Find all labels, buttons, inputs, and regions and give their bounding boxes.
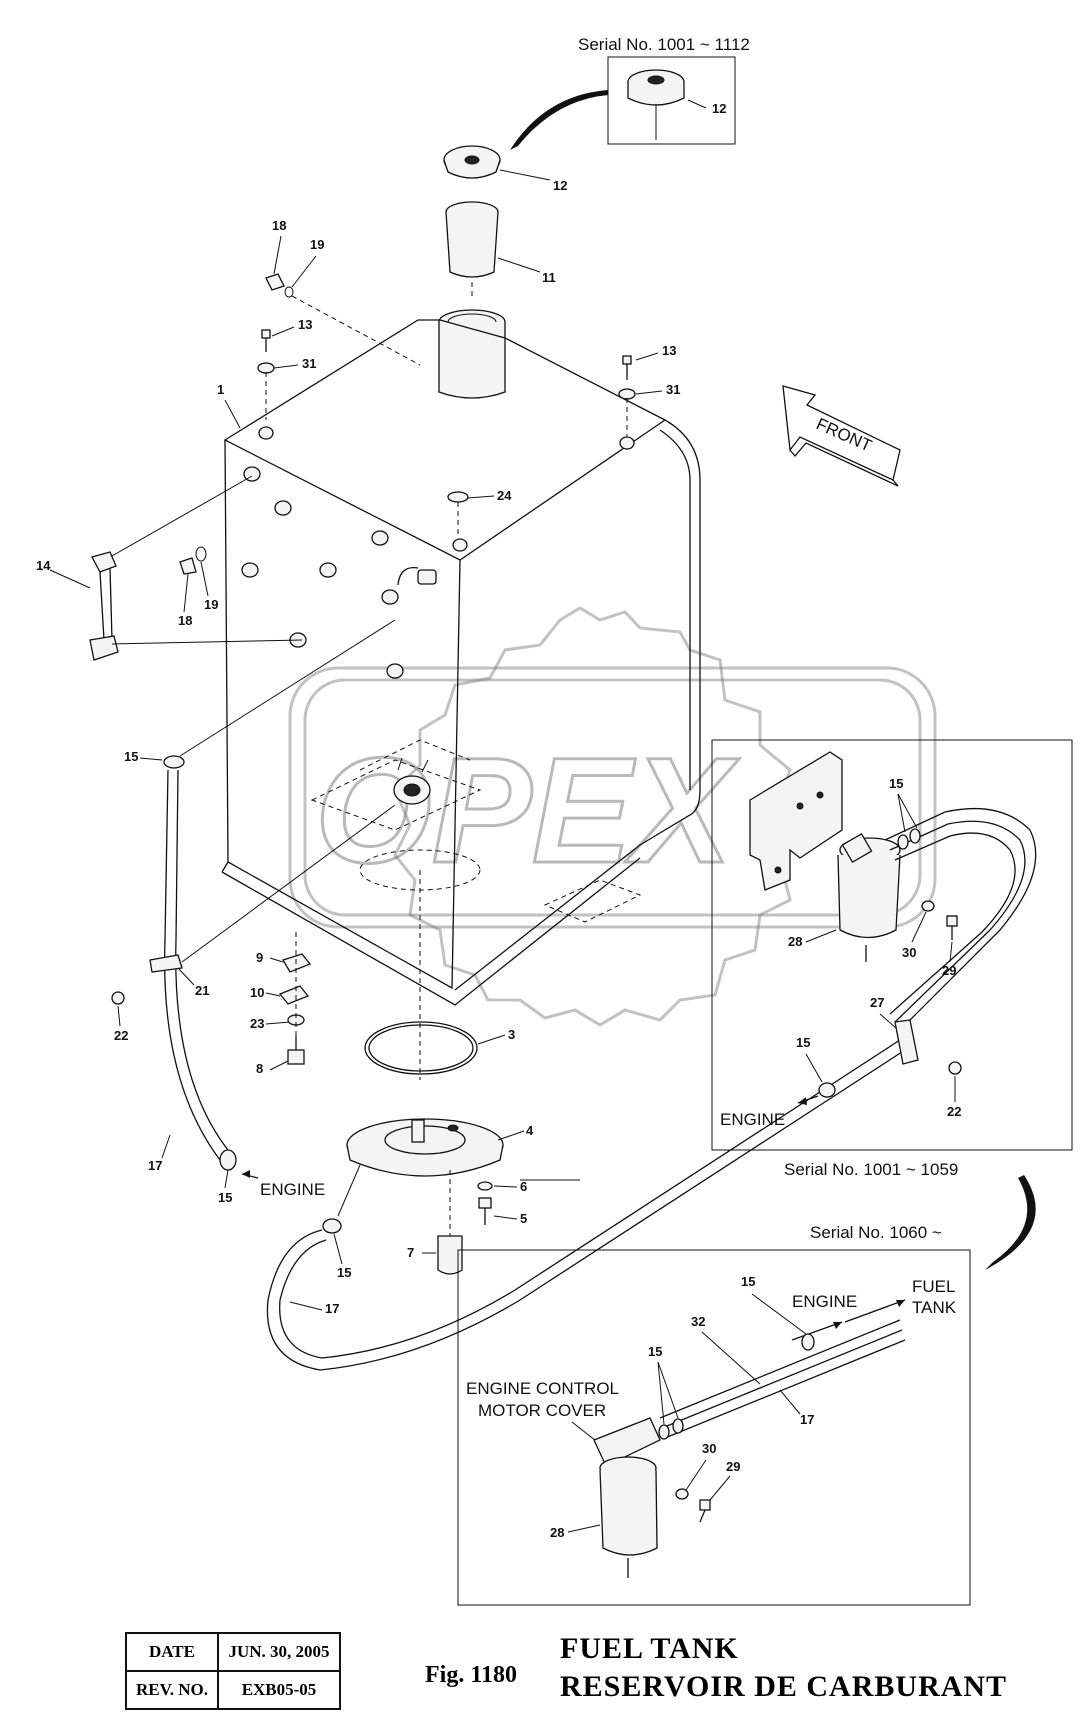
date-label: DATE (125, 1632, 219, 1672)
callout-18b: 18 (178, 613, 192, 628)
ecm-cover-label-1: ENGINE CONTROL (466, 1379, 619, 1398)
callout-15a: 15 (124, 749, 138, 764)
filler-cap-assembly: 12 11 (438, 145, 567, 399)
sender-plate-assembly: 3 4 6 5 7 (337, 1021, 580, 1275)
fuel-tank-label-1: FUEL (912, 1277, 955, 1296)
opex-watermark: OPEX (288, 606, 937, 1027)
hose-clamps-15 (897, 828, 921, 850)
serial-caption-low: Serial No. 1060 ~ (810, 1223, 942, 1242)
callout-29a: 29 (942, 963, 956, 978)
serial-caption-top: Serial No. 1001 ~ 1112 (578, 35, 750, 54)
callout-19a: 19 (310, 237, 324, 252)
callout-7: 7 (407, 1245, 414, 1260)
callout-17b: 17 (325, 1301, 339, 1316)
callout-17c: 17 (800, 1412, 814, 1427)
callout-15g: 15 (648, 1344, 662, 1359)
revision-info-table: DATE JUN. 30, 2005 REV. NO. EXB05-05 (125, 1632, 341, 1710)
callout-13b: 13 (662, 343, 676, 358)
callout-17a: 17 (148, 1158, 162, 1173)
date-value: JUN. 30, 2005 (217, 1632, 341, 1672)
front-arrow: FRONT (782, 385, 901, 487)
callout-11: 11 (542, 270, 556, 285)
callout-9: 9 (256, 950, 263, 965)
mounting-bolt-stack: 9 10 23 8 (250, 930, 312, 1076)
callout-28b: 28 (550, 1525, 564, 1540)
inset-filter-late: Serial No. 1060 ~ 15 ENGINE FUEL TANK 32… (457, 1223, 971, 1606)
curved-arrow-top (510, 90, 608, 150)
callout-22a: 22 (114, 1028, 128, 1043)
callout-29b: 29 (726, 1459, 740, 1474)
engine-label-1: ENGINE (260, 1180, 325, 1199)
callout-28a: 28 (788, 934, 802, 949)
callout-21: 21 (195, 983, 209, 998)
callout-31b: 31 (666, 382, 680, 397)
level-gauge-assembly: 14 18 19 (36, 475, 303, 661)
callout-30b: 30 (702, 1441, 716, 1456)
front-label: FRONT (813, 414, 874, 455)
ecm-cover-label-2: MOTOR COVER (478, 1401, 606, 1420)
callout-3: 3 (508, 1027, 515, 1042)
callout-22b: 22 (947, 1104, 961, 1119)
left-return-hose: 15 21 22 17 15 ENGINE (111, 619, 396, 1205)
callout-19b: 19 (204, 597, 218, 612)
callout-13a: 13 (298, 317, 312, 332)
callout-15e: 15 (796, 1035, 810, 1050)
callout-8: 8 (256, 1061, 263, 1076)
fuel-tank-label-2: TANK (912, 1298, 957, 1317)
inset-filter-early: 28 15 30 29 27 22 15 ENGINE (711, 739, 1073, 1151)
callout-30a: 30 (902, 945, 916, 960)
watermark-text: OPEX (315, 726, 740, 894)
callout-15b: 15 (218, 1190, 232, 1205)
callout-31a: 31 (302, 356, 316, 371)
figure-title-fr: RESERVOIR DE CARBURANT (560, 1670, 1008, 1703)
callout-23: 23 (250, 1016, 264, 1031)
callout-24: 24 (497, 488, 512, 503)
callout-18a: 18 (272, 218, 286, 233)
engine-label-2: ENGINE (720, 1110, 785, 1129)
fuel-tank-body (221, 319, 701, 1080)
rev-label: REV. NO. (125, 1670, 219, 1710)
serial-caption-mid: Serial No. 1001 ~ 1059 (784, 1160, 958, 1179)
callout-12b: 12 (553, 178, 567, 193)
date-row: DATE JUN. 30, 2005 (125, 1632, 341, 1672)
figure-number: Fig. 1180 (425, 1662, 518, 1688)
rev-value: EXB05-05 (217, 1670, 341, 1710)
callout-15c: 15 (337, 1265, 351, 1280)
callout-10: 10 (250, 985, 264, 1000)
callout-27: 27 (870, 995, 884, 1010)
tank-top-hardware: 18 19 13 31 1 13 31 24 (217, 218, 680, 538)
callout-1: 1 (217, 382, 224, 397)
callout-12a: 12 (712, 101, 726, 116)
figure-title-en: FUEL TANK (560, 1632, 739, 1665)
inset-cap-variant: Serial No. 1001 ~ 1112 12 (510, 35, 750, 150)
callout-4: 4 (526, 1123, 534, 1138)
supply-hose-long: 15 17 (266, 1039, 906, 1371)
callout-15d: 15 (889, 776, 903, 791)
callout-5: 5 (520, 1211, 527, 1226)
callout-15f: 15 (741, 1274, 755, 1289)
callout-32: 32 (691, 1314, 705, 1329)
curved-arrow-mid (985, 1175, 1036, 1270)
callout-14: 14 (36, 558, 51, 573)
callout-6: 6 (520, 1179, 527, 1194)
rev-row: REV. NO. EXB05-05 (125, 1670, 341, 1710)
engine-label-3: ENGINE (792, 1292, 857, 1311)
